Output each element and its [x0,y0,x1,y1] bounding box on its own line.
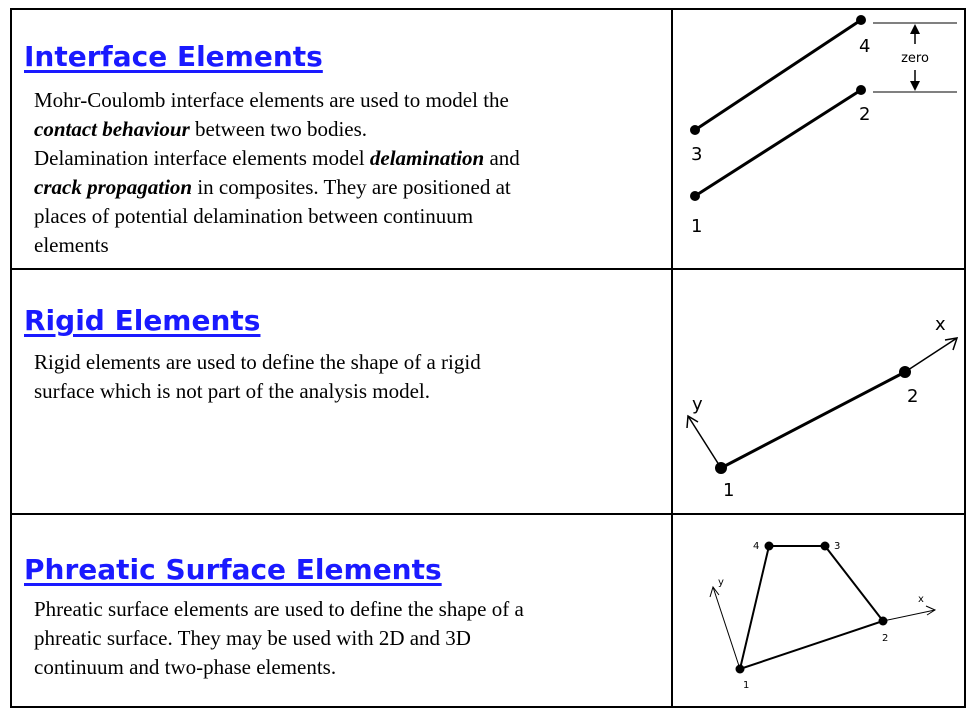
row-divider [10,268,966,270]
y-axis-label: y [718,577,724,588]
phreatic-surface-element-diagram: 1 2 3 4 x y [709,541,937,691]
node-label-1: 1 [743,680,749,691]
desc-emphasis: delamination [369,146,485,170]
column-divider [671,8,673,708]
rigid-element-diagram: 1 2 x y [686,314,959,501]
desc-line: elements [34,233,109,257]
desc-emphasis: crack propagation [34,175,193,199]
node-label-3: 3 [691,144,702,165]
node-1 [735,664,745,674]
rigid-elements-link[interactable]: Rigid Elements [24,304,261,337]
interface-elements-description: Mohr-Coulomb interface elements are used… [34,86,664,260]
interface-elements-link[interactable]: Interface Elements [24,40,323,73]
desc-line: Phreatic surface elements are used to de… [34,597,524,621]
node-2 [899,366,911,378]
node-3 [820,541,830,551]
rigid-elements-section: Rigid Elements Rigid elements are used t… [12,270,671,513]
desc-line: and [484,146,520,170]
node-3 [690,125,700,135]
node-label-4: 4 [753,541,759,552]
node-4 [856,15,866,25]
desc-emphasis: contact behaviour [34,117,190,141]
node-2 [878,616,888,626]
node-2 [856,85,866,95]
node-label-2: 2 [907,386,918,407]
desc-line: Mohr-Coulomb interface elements are used… [34,88,509,112]
gap-label: zero [901,51,929,66]
phreatic-surface-elements-section: Phreatic Surface Elements Phreatic surfa… [12,515,671,708]
phreatic-surface-elements-description: Phreatic surface elements are used to de… [34,595,664,682]
desc-line: Delamination interface elements model [34,146,370,170]
node-1 [690,191,700,201]
desc-line: continuum and two-phase elements. [34,655,337,679]
interface-elements-section: Interface Elements Mohr-Coulomb interfac… [12,10,671,268]
node-label-1: 1 [723,480,734,501]
desc-line: phreatic surface. They may be used with … [34,626,471,650]
desc-line: in composites. They are positioned at [192,175,511,199]
desc-line: places of potential delamination between… [34,204,474,228]
rigid-elements-description: Rigid elements are used to define the sh… [34,348,664,406]
node-label-2: 2 [859,104,870,125]
node-label-2: 2 [882,633,888,644]
x-axis-label: x [935,314,946,335]
node-label-4: 4 [859,36,870,57]
desc-line: Rigid elements are used to define the sh… [34,350,481,374]
desc-line: between two bodies. [189,117,368,141]
interface-element-diagram: zero 3 4 1 2 [690,15,957,237]
node-label-3: 3 [834,541,840,552]
node-1 [715,462,727,474]
node-4 [764,541,774,551]
elements-table [10,8,966,708]
node-label-1: 1 [691,216,702,237]
x-axis-label: x [918,594,924,605]
row-divider [10,513,966,515]
y-axis-label: y [692,394,703,415]
desc-line: surface which is not part of the analysi… [34,379,430,403]
phreatic-surface-elements-link[interactable]: Phreatic Surface Elements [24,553,442,586]
